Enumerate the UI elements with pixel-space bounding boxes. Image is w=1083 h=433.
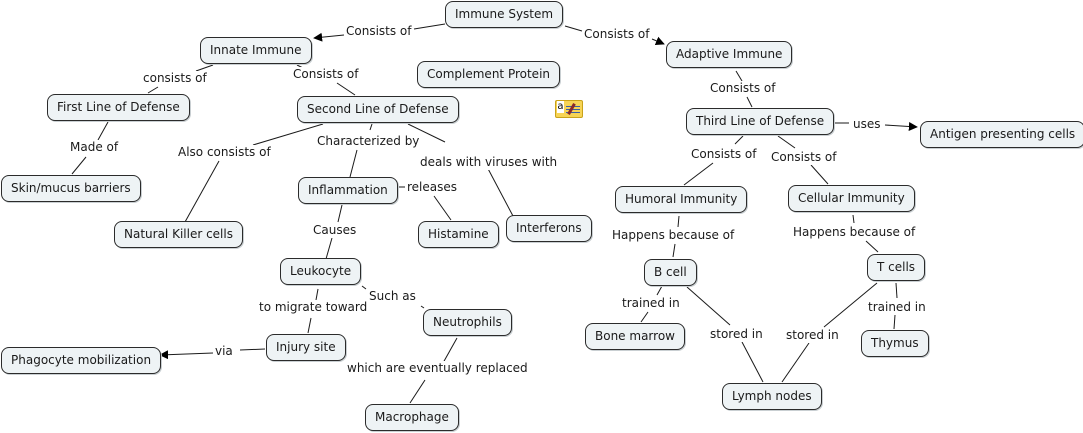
node-second-line-of-defense[interactable]: Second Line of Defense: [297, 96, 459, 123]
connector: [413, 23, 446, 30]
node-humoral-immunity[interactable]: Humoral Immunity: [615, 186, 748, 213]
node-antigen-presenting-cells[interactable]: Antigen presenting cells: [920, 121, 1083, 148]
link-label: to migrate toward: [258, 300, 369, 315]
link-label: Also consists of: [177, 145, 272, 160]
connector: [409, 379, 426, 404]
connector: [564, 25, 583, 32]
connector: [195, 64, 214, 72]
connector: [823, 282, 878, 328]
node-complement-protein[interactable]: Complement Protein: [417, 61, 561, 88]
connector-arrow: [313, 32, 345, 42]
connector: [252, 123, 324, 146]
connector: [865, 240, 879, 253]
connector: [184, 160, 220, 223]
node-adaptive-immune[interactable]: Adaptive Immune: [666, 41, 793, 68]
link-label: Made of: [69, 140, 120, 155]
link-label: which are eventually replaced: [346, 361, 529, 376]
link-label: Happens because of: [792, 225, 917, 240]
link-label: Consists of: [770, 150, 838, 165]
connector: [71, 156, 87, 175]
connector: [656, 285, 663, 296]
node-interferons[interactable]: Interferons: [506, 215, 592, 242]
link-label: Consists of: [583, 27, 651, 42]
connector: [683, 162, 714, 186]
connector: [640, 311, 649, 323]
node-phagocyte-mobilization[interactable]: Phagocyte mobilization: [1, 347, 162, 374]
connector-arrow: [884, 122, 918, 131]
connector: [349, 149, 358, 178]
link-label: trained in: [621, 296, 681, 311]
connector: [442, 337, 458, 364]
link-label: Consists of: [292, 67, 360, 82]
connector: [893, 314, 896, 330]
connector: [781, 342, 810, 383]
connector: [672, 243, 676, 258]
connector: [741, 341, 764, 383]
note-line: [566, 109, 580, 110]
connector: [97, 121, 109, 141]
node-first-line-of-defense[interactable]: First Line of Defense: [47, 94, 190, 121]
connector: [810, 164, 829, 185]
connector: [677, 215, 680, 228]
connector: [686, 286, 731, 326]
connector: [337, 204, 343, 223]
link-label: stored in: [709, 327, 764, 342]
link-label: releases: [406, 180, 459, 195]
link-label: Happens because of: [611, 228, 736, 243]
node-lymph-nodes[interactable]: Lymph nodes: [722, 383, 822, 410]
connector: [735, 70, 743, 82]
link-label: consists of: [142, 71, 208, 86]
node-bone-marrow[interactable]: Bone marrow: [585, 323, 685, 350]
note-line: [566, 112, 580, 113]
node-leukocyte[interactable]: Leukocyte: [280, 258, 362, 285]
connector: [895, 282, 898, 299]
connector-arrow: [159, 350, 214, 360]
node-injury-site[interactable]: Injury site: [266, 334, 346, 361]
connector: [325, 237, 333, 260]
connector: [369, 123, 373, 131]
node-macrophage[interactable]: Macrophage: [365, 404, 459, 431]
connector: [420, 305, 425, 309]
connector: [433, 195, 452, 221]
node-natural-killer-cells[interactable]: Natural Killer cells: [114, 221, 243, 248]
connector-arrow: [651, 36, 665, 46]
connector: [336, 82, 356, 96]
link-label: trained in: [867, 300, 927, 315]
node-t-cells[interactable]: T cells: [867, 254, 926, 281]
connector: [746, 96, 753, 108]
connector: [734, 135, 744, 145]
node-third-line-of-defense[interactable]: Third Line of Defense: [686, 108, 835, 135]
note-icon[interactable]: a: [555, 100, 583, 118]
link-label: Characterized by: [316, 134, 421, 149]
connector: [407, 123, 446, 143]
node-immune-system[interactable]: Immune System: [445, 1, 564, 28]
node-thymus[interactable]: Thymus: [861, 330, 929, 357]
connector: [315, 288, 319, 301]
link-label: Causes: [312, 223, 358, 238]
connector: [852, 214, 855, 224]
link-label: Consists of: [345, 24, 413, 39]
node-inflammation[interactable]: Inflammation: [298, 177, 398, 204]
link-label: uses: [852, 117, 882, 132]
connector: [307, 317, 312, 334]
link-label: Consists of: [690, 147, 758, 162]
connector: [361, 285, 367, 290]
annotation-letter-icon: a: [557, 101, 564, 113]
link-label: Consists of: [709, 81, 777, 96]
link-label: via: [214, 344, 234, 359]
node-innate-immune[interactable]: Innate Immune: [200, 37, 312, 64]
link-label: Such as: [368, 289, 417, 304]
link-label: deals with viruses with: [419, 155, 559, 170]
connector: [147, 86, 159, 94]
node-b-cell[interactable]: B cell: [644, 259, 697, 286]
node-histamine[interactable]: Histamine: [418, 221, 499, 248]
node-cellular-immunity[interactable]: Cellular Immunity: [788, 185, 915, 212]
connector: [777, 135, 796, 149]
link-label: stored in: [785, 328, 840, 343]
connector: [239, 348, 266, 351]
node-neutrophils[interactable]: Neutrophils: [423, 309, 512, 336]
connector: [484, 162, 514, 217]
node-skin-mucus-barriers[interactable]: Skin/mucus barriers: [1, 175, 141, 202]
